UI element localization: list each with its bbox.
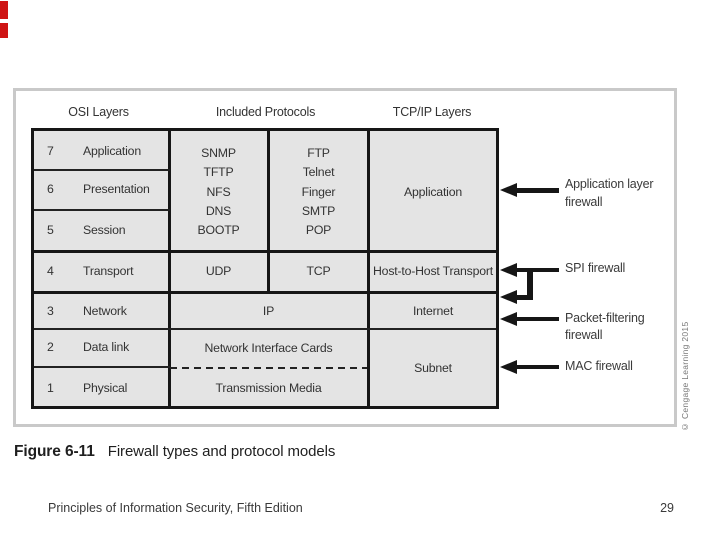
cell-network-interface-cards: Network Interface Cards [204, 340, 333, 355]
divider-transport-network [34, 290, 496, 294]
packet-filtering-arrow-icon [500, 311, 517, 326]
protocol-item: FTP [307, 146, 330, 160]
osi-number: 6 [47, 182, 54, 196]
cell-transmission-media: Transmission Media [215, 380, 322, 395]
divider-row7-row6 [34, 168, 170, 171]
osi-label: Data link [83, 340, 130, 354]
osi-label: Transport [83, 264, 134, 278]
osi-row-5: 5 Session [34, 210, 170, 250]
figure-title: Firewall types and protocol models [107, 443, 336, 460]
application-firewall-arrow-shaft [517, 188, 559, 193]
protocol-stack-left: SNMP TFTP NFS DNS BOOTP [170, 144, 267, 240]
application-firewall-arrow-icon [500, 183, 517, 197]
header-included-protocols: Included Protocols [215, 105, 316, 119]
spi-firewall-connector-bar [527, 267, 533, 299]
osi-number: 3 [47, 303, 54, 318]
divider-udp-tcp [267, 131, 270, 293]
osi-row-6: 6 Presentation [34, 169, 170, 209]
spi-firewall-arrow-upper-shaft [517, 267, 559, 272]
protocol-item: DNS [205, 203, 232, 218]
cell-tcpip-internet: Internet [412, 303, 454, 318]
figure-caption: Figure 6-11 Firewall types and protocol … [14, 443, 335, 461]
osi-row-3: 3 Network [34, 291, 170, 331]
protocol-item: TFTP [203, 165, 234, 180]
protocol-item: SMTP [301, 203, 336, 218]
divider-datalink-physical [34, 365, 170, 368]
header-tcpip-layers: TCP/IP Layers [392, 105, 472, 119]
label-packet-filtering-firewall: Packet-filtering firewall [565, 310, 645, 343]
copyright-credit: © Cengage Learning 2015 [680, 321, 690, 432]
osi-number: 2 [47, 340, 54, 354]
osi-number: 4 [47, 264, 54, 278]
protocol-item: POP [305, 223, 332, 238]
protocol-item: SNMP [201, 146, 236, 160]
protocol-item: Telnet [302, 165, 335, 180]
divider-session-transport [34, 249, 496, 253]
protocol-item: Finger [301, 184, 336, 199]
mac-firewall-arrow-shaft [517, 364, 559, 369]
red-accent-mark-top [0, 1, 8, 19]
slide-page-number: 29 [660, 501, 674, 515]
osi-row-4: 4 Transport [34, 251, 170, 291]
label-spi-firewall: SPI firewall [565, 261, 626, 275]
divider-osi-protocols [167, 131, 171, 406]
footer-book-title: Principles of Information Security, Fift… [48, 501, 303, 515]
osi-label: Presentation [83, 182, 150, 196]
divider-network-datalink [34, 328, 496, 330]
osi-label: Application [83, 144, 141, 158]
protocol-stack-right: FTP Telnet Finger SMTP POP [270, 144, 367, 240]
cell-tcpip-subnet: Subnet [414, 361, 452, 375]
osi-number: 1 [47, 381, 54, 395]
osi-row-7: 7 Application [34, 131, 170, 171]
packet-filtering-arrow-shaft [517, 316, 559, 321]
cell-tcpip-host-to-host: Host-to-Host Transport [373, 263, 493, 278]
spi-firewall-arrow-lower-icon [500, 290, 517, 304]
cell-tcp: TCP [306, 264, 331, 278]
figure-box: OSI Layers Included Protocols TCP/IP Lay… [13, 88, 677, 427]
osi-label: Session [83, 223, 126, 237]
cell-ip: IP [262, 303, 275, 318]
label-mac-firewall: MAC firewall [565, 358, 633, 373]
cell-tcpip-application: Application [404, 184, 462, 199]
osi-row-1: 1 Physical [34, 368, 170, 408]
osi-label: Physical [83, 381, 128, 395]
osi-label: Network [83, 303, 127, 318]
spi-firewall-arrow-upper-icon [500, 262, 517, 277]
spi-firewall-arrow-lower-shaft [517, 295, 533, 300]
osi-number: 5 [47, 223, 54, 237]
divider-protocols-tcpip [366, 131, 370, 406]
mac-firewall-arrow-icon [500, 359, 517, 374]
divider-row6-row5 [34, 209, 170, 211]
osi-row-2: 2 Data link [34, 327, 170, 367]
osi-number: 7 [47, 144, 54, 158]
red-accent-mark-bottom [0, 23, 8, 38]
protocol-item: NFS [206, 184, 231, 199]
label-application-layer-firewall: Application layer firewall [565, 177, 654, 209]
divider-nic-media-dashed [170, 367, 367, 369]
header-osi-layers: OSI Layers [68, 105, 129, 119]
protocol-item: BOOTP [197, 223, 240, 238]
figure-number: Figure 6-11 [14, 443, 95, 460]
cell-udp: UDP [205, 264, 232, 278]
